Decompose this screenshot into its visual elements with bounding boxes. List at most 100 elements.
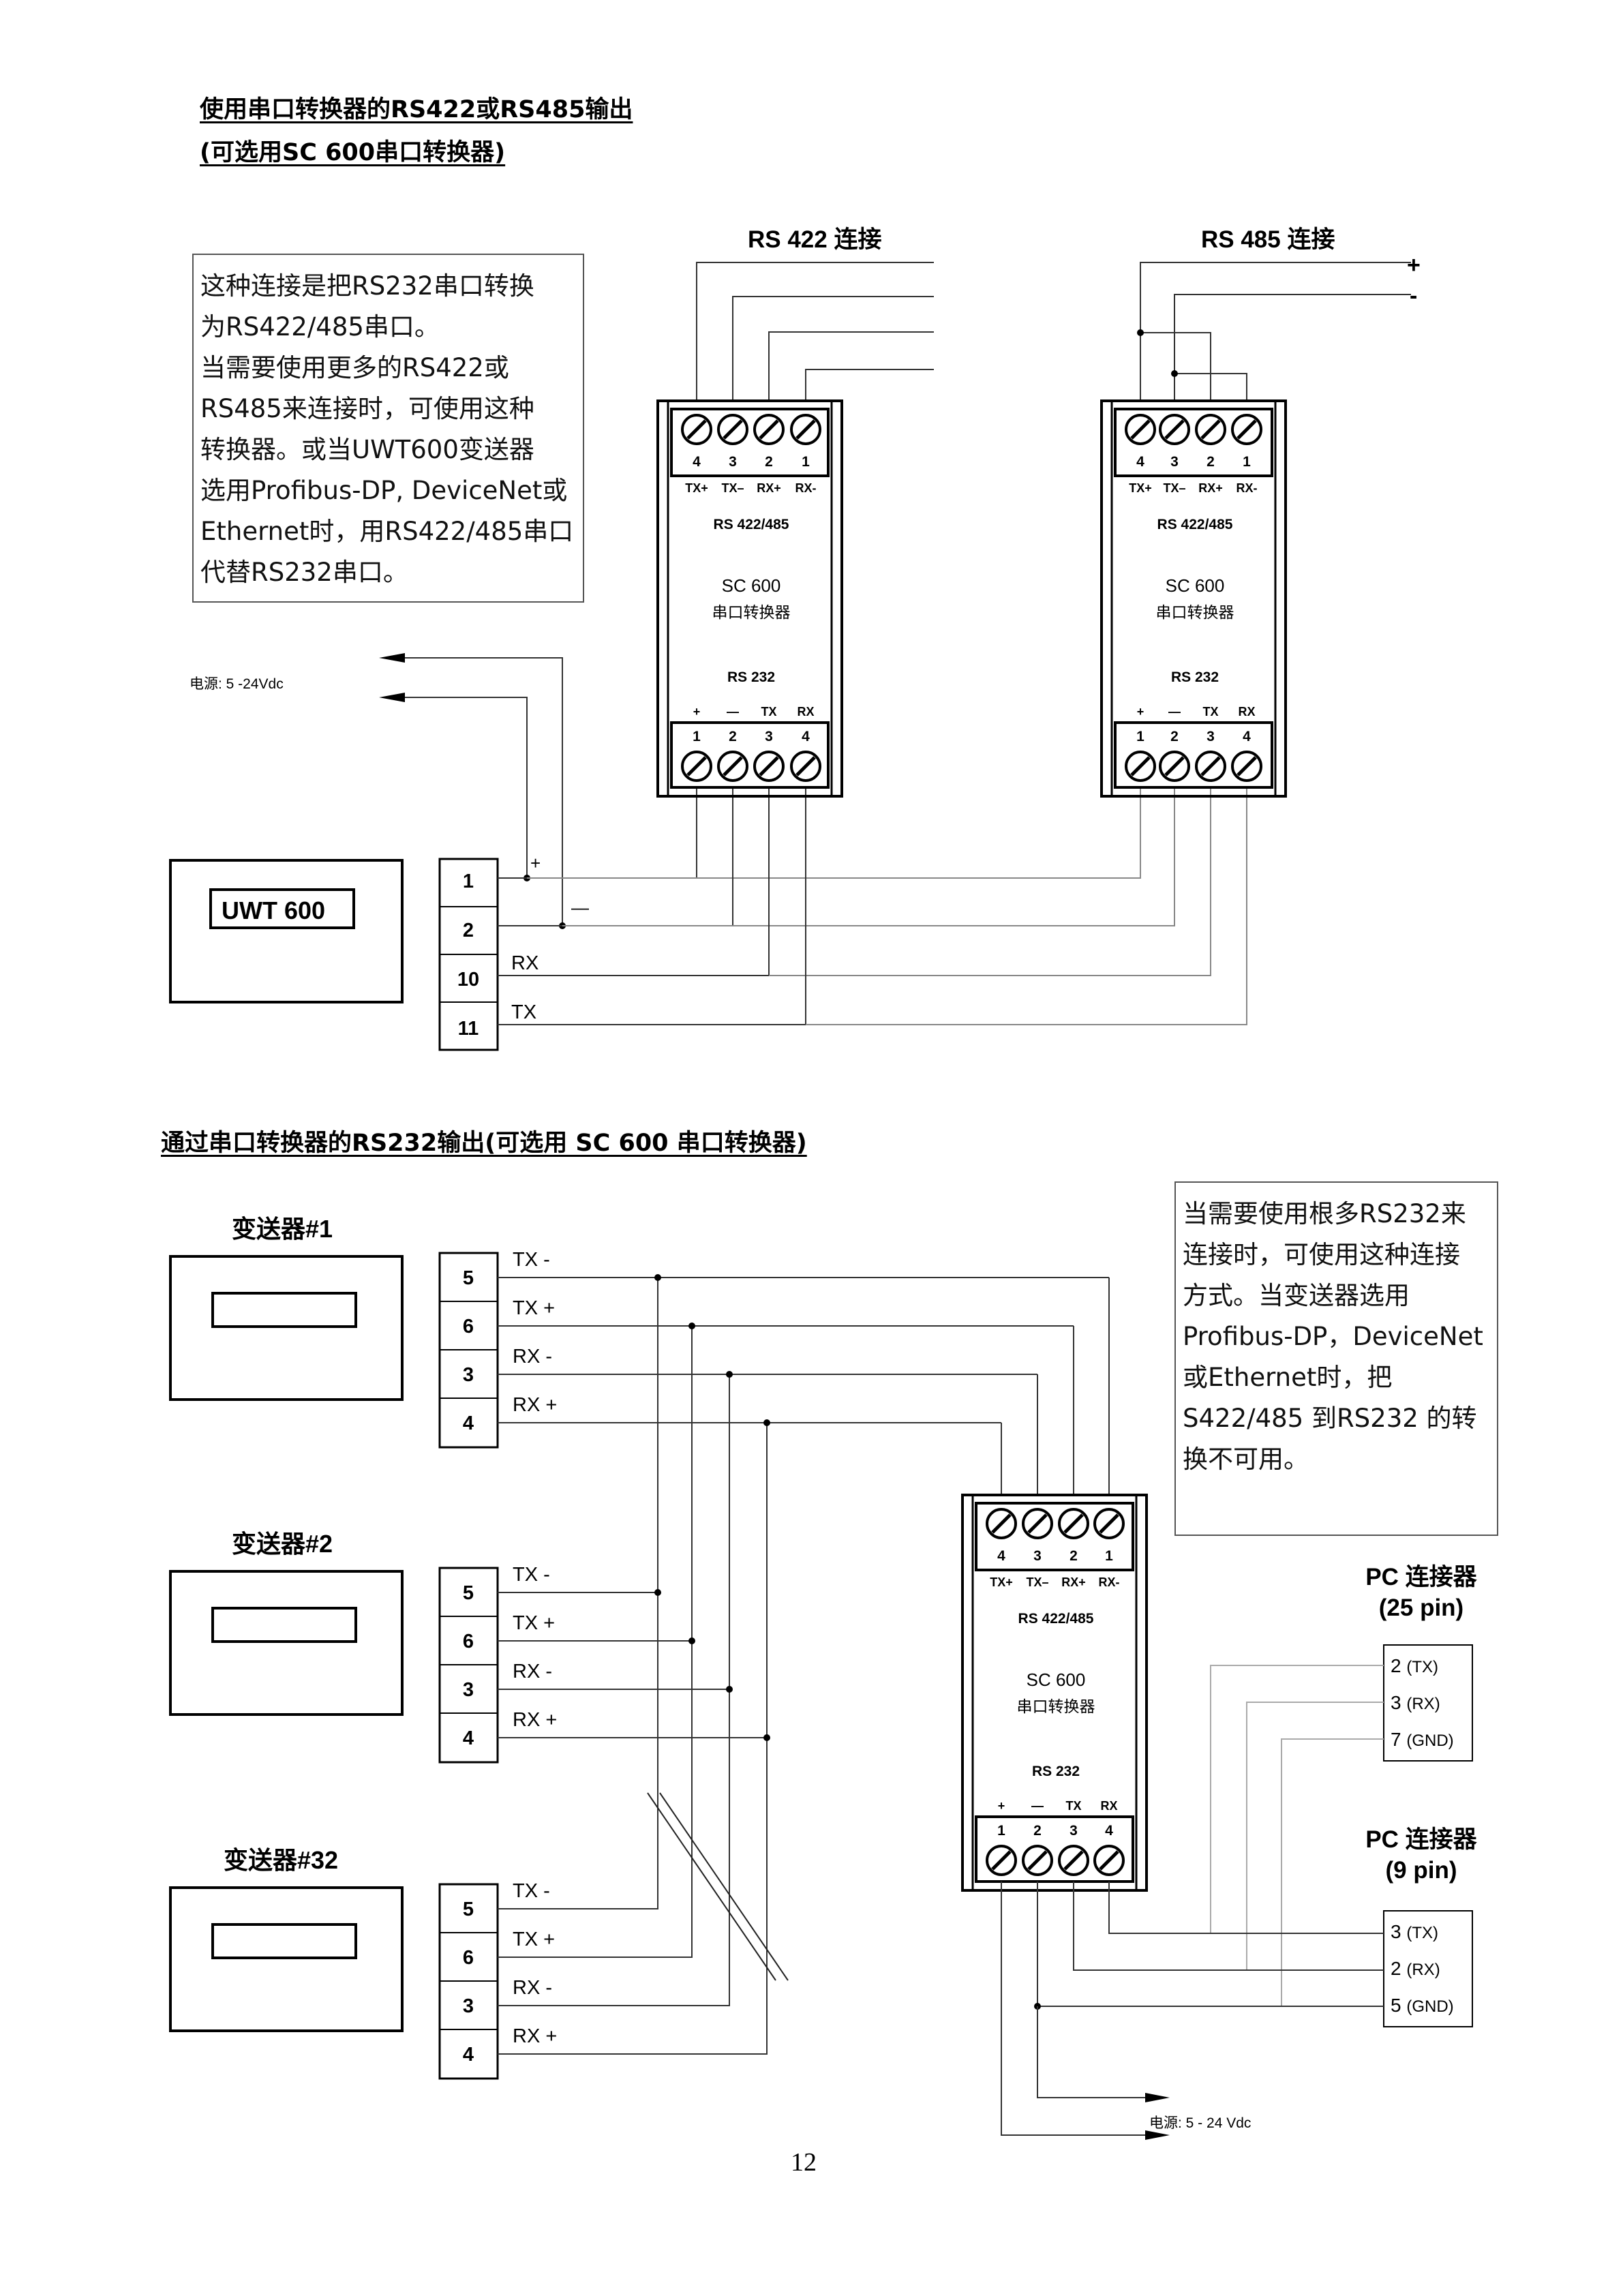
pin-label: 4 (1105, 1823, 1113, 1839)
pin-label: 2 (1033, 1823, 1042, 1839)
pc25-title: PC 连接器 (1365, 1564, 1477, 1590)
section1-title-line2: (可选用SC 600串口转换器) (200, 139, 506, 166)
note-line: 方式。当变送器选用 (1183, 1281, 1410, 1310)
pin: 6 (463, 1316, 474, 1338)
section2-note: 当需要使用根多RS232来 连接时，可使用这种连接 方式。当变送器选用 Prof… (1174, 1181, 1498, 1536)
signal-label: TX– (721, 481, 744, 495)
pc25-pin: 7 (GND) (1391, 1729, 1454, 1750)
port-label: RS 422/485 (714, 517, 789, 532)
pin: 3 (463, 1679, 474, 1701)
transmitter-32-label: 变送器#32 (224, 1846, 338, 1874)
pin: 3 (463, 1364, 474, 1386)
pc9-pin: 5 (GND) (1391, 1995, 1454, 2016)
signal-label: RX+ (1198, 481, 1223, 495)
model-label: SC 600 (722, 575, 781, 596)
converter-rs232: 4 3 2 1 TX+ TX– RX+ RX- RS 422/485 SC 60… (961, 1494, 1148, 1892)
pin: 4 (463, 1727, 474, 1749)
terminal-1: 1 (463, 871, 474, 892)
pin-label: 2 (729, 729, 737, 744)
pin: 5 (463, 1267, 474, 1289)
pin-label: 4 (997, 1548, 1005, 1564)
pc9-pin: 3 (TX) (1391, 1921, 1438, 1942)
pc9-pin: 2 (RX) (1391, 1958, 1440, 1979)
plus-mark: + (530, 853, 541, 873)
signal-label: TX+ (685, 481, 708, 495)
signal-label: + (693, 705, 701, 719)
signal-label: TX+ (1129, 481, 1152, 495)
signal: RX + (513, 1709, 557, 1731)
minus-mark: — (571, 897, 589, 918)
signal-label: TX+ (990, 1575, 1013, 1589)
note-line: 代替RS232串口。 (200, 558, 408, 587)
terminal-10: 10 (457, 969, 479, 991)
note-line: 选用Profibus-DP, DeviceNet或 (200, 476, 568, 505)
name-label: 串口转换器 (712, 603, 791, 621)
pin-label: 4 (802, 729, 810, 744)
section2-title: 通过串口转换器的RS232输出(可选用 SC 600 串口转换器) (161, 1130, 807, 1157)
pin: 5 (463, 1582, 474, 1604)
page-number: 12 (791, 2148, 817, 2177)
signal-label: RX- (1237, 481, 1258, 495)
pin: 3 (463, 1995, 474, 2017)
signal-label: + (1137, 705, 1144, 719)
power-label-top: 电源: 5 -24Vdc (189, 676, 284, 692)
section1-note: 这种连接是把RS232串口转换 为RS422/485串口。 当需要使用更多的RS… (192, 254, 584, 603)
pin: 4 (463, 2044, 474, 2066)
signal-label: RX+ (1061, 1575, 1086, 1589)
signal-label: — (1031, 1799, 1044, 1813)
signal: TX - (513, 1564, 550, 1586)
signal-label: RX (797, 705, 814, 719)
note-line: Ethernet时，用RS422/485串口 (200, 517, 574, 546)
power-label-bottom: 电源: 5 - 24 Vdc (1149, 2115, 1251, 2131)
converter-rs485: 4 3 2 1 TX+ TX– RX+ RX- RS 422/485 SC 60… (1100, 399, 1287, 798)
signal: TX + (513, 1612, 555, 1634)
section1-title-line1: 使用串口转换器的RS422或RS485输出 (200, 96, 633, 123)
section2-diagram: 变送器#1 5 6 3 4 TX - TX + RX - RX + 变送器#2 … (169, 1215, 1478, 2140)
port-label: RS 232 (1171, 669, 1219, 685)
pin-label: 3 (729, 454, 737, 470)
pin-label: 3 (765, 729, 773, 744)
note-line: RS485来连接时，可使用这种 (200, 394, 534, 423)
converter-rs422: 4 3 2 1 TX+ TX– RX+ RX- RS 422/485 SC 60… (656, 399, 843, 798)
signal-label: RX (1100, 1799, 1117, 1813)
pin: 6 (463, 1947, 474, 1969)
signal-label: TX (761, 705, 776, 719)
transmitter-1-display (211, 1292, 357, 1328)
pin-label: 1 (693, 729, 701, 744)
signal: TX - (513, 1880, 550, 1902)
pin-label: 3 (1207, 729, 1215, 744)
pc25-subtitle: (25 pin) (1379, 1595, 1463, 1621)
pc25-pin: 2 (TX) (1391, 1655, 1438, 1676)
note-line: 这种连接是把RS232串口转换 (200, 271, 534, 301)
terminal-2: 2 (463, 920, 474, 941)
signal: TX - (513, 1249, 550, 1271)
uwt600-label: UWT 600 (222, 896, 325, 924)
signal: RX - (513, 1346, 552, 1368)
pin: 5 (463, 1899, 474, 1920)
transmitter-32 (169, 1886, 404, 2032)
pin-label: 1 (802, 454, 810, 470)
pc25-pin: 3 (RX) (1391, 1692, 1440, 1713)
pc9-title: PC 连接器 (1365, 1826, 1477, 1853)
signal-label: TX (1065, 1799, 1081, 1813)
signal: RX - (513, 1977, 552, 1999)
rs422-label: RS 422 连接 (748, 226, 881, 253)
rs485-label: RS 485 连接 (1201, 226, 1335, 253)
transmitter-1-label: 变送器#1 (232, 1215, 333, 1243)
signal-rx: RX (511, 952, 539, 974)
pin-label: 2 (1207, 454, 1215, 470)
bus-plus-label: + (1407, 252, 1421, 278)
transmitter-2-label: 变送器#2 (232, 1530, 333, 1558)
transmitter-2 (169, 1570, 404, 1716)
pin-label: 3 (1070, 1823, 1078, 1839)
note-line: 连接时，可使用这种连接 (1183, 1240, 1460, 1269)
bus-minus-label: - (1410, 283, 1417, 309)
port-label: RS 422/485 (1018, 1611, 1094, 1627)
note-line: 转换器。或当UWT600变送器 (200, 435, 534, 464)
pin-label: 1 (1105, 1548, 1113, 1564)
model-label: SC 600 (1027, 1670, 1086, 1690)
note-line: 为RS422/485串口。 (200, 312, 440, 342)
signal-label: RX+ (757, 481, 781, 495)
port-label: RS 232 (1032, 1764, 1080, 1779)
pin-label: 2 (1070, 1548, 1078, 1564)
